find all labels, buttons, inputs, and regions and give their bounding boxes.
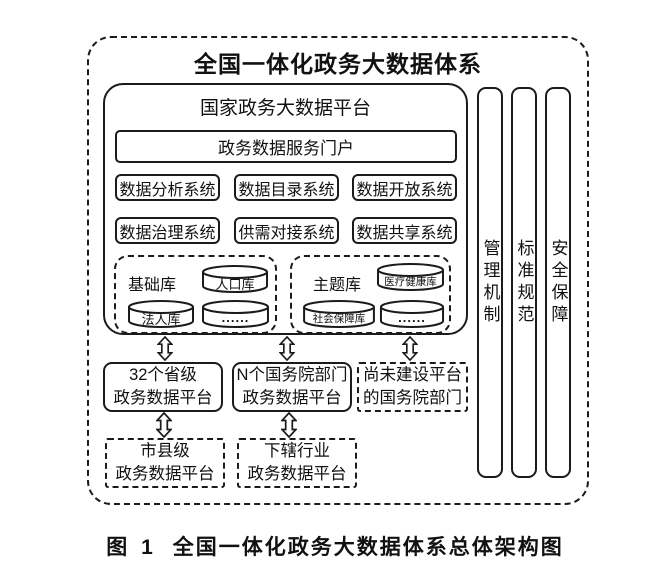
figure-caption-number: 图 1 [106,536,157,559]
node-city-county-platforms: 市县级 政务数据平台 [105,438,225,488]
node-line: 政务数据平台 [113,389,213,407]
node-line: 尚未建设平台 [363,366,462,384]
double-arrow-icon [156,412,172,438]
database-cylinder-icon [202,300,269,328]
db-cylinder-population: 人口库 [202,265,268,293]
base-library-label: 基础库 [128,277,177,294]
database-cylinder-icon [202,265,268,293]
node-line: 市县级 [140,442,190,460]
db-cylinder-social-security: 社会保障库 [303,300,375,328]
db-cylinder-label: ...... [221,310,250,325]
system-box-sharing: 数据共享系统 [352,217,457,244]
db-cylinder-label: 人口库 [215,277,255,292]
node-line: 政务数据平台 [115,465,215,483]
base-library-group: 基础库 人口库 法人库 ...... [114,255,277,334]
db-cylinder-more-theme: ...... [380,300,444,328]
pillar-label: 安全保障 [548,238,568,327]
system-box-catalog: 数据目录系统 [234,174,339,201]
national-platform-box: 国家政务大数据平台 政务数据服务门户 数据分析系统 数据目录系统 数据开放系统 … [103,83,468,335]
system-box-open: 数据开放系统 [352,174,457,201]
db-cylinder-legal-person: 法人库 [128,300,194,328]
theme-library-label: 主题库 [313,277,362,294]
node-subordinate-industry-platforms: 下辖行业 政务数据平台 [237,438,357,488]
db-cylinder-more-base: ...... [202,300,269,328]
node-line: 政务数据平台 [247,465,347,483]
national-platform-title: 国家政务大数据平台 [199,98,371,119]
diagram-title: 全国一体化政务大数据体系 [194,51,482,77]
pillar-management-mechanism: 管理机制 [477,87,503,478]
figure-caption-text: 全国一体化政务大数据体系总体架构图 [172,536,564,559]
pillar-security-assurance: 安全保障 [545,87,571,478]
database-cylinder-icon [380,300,444,328]
database-cylinder-icon [377,263,444,291]
node-line: 的国务院部门 [363,389,462,407]
double-arrow-icon [281,412,297,438]
db-cylinder-label: 社会保障库 [312,313,366,325]
node-line: 32个省级 [129,366,197,384]
database-cylinder-icon [303,300,375,328]
db-cylinder-label: 医疗健康库 [384,276,437,288]
double-arrow-icon [157,336,173,361]
system-box-supply-demand: 供需对接系统 [234,217,339,244]
national-system-boundary [87,36,589,505]
double-arrow-icon [279,336,295,361]
pillar-standards-norms: 标准规范 [511,87,537,478]
node-state-council-platforms: N个国务院部门 政务数据平台 [232,362,352,412]
figure-caption: 图 1 全国一体化政务大数据体系总体架构图 [0,531,670,561]
node-line: 政务数据平台 [242,389,342,407]
system-box-analysis: 数据分析系统 [115,174,220,201]
pillar-label: 管理机制 [480,238,500,327]
db-cylinder-label: ...... [398,310,426,325]
pillar-label: 标准规范 [514,238,534,327]
node-line: 下辖行业 [264,442,330,460]
portal-box: 政务数据服务门户 [115,130,457,163]
node-line: N个国务院部门 [236,366,348,384]
theme-library-group: 主题库 医疗健康库 社会保障库 ..... [290,255,451,334]
database-cylinder-icon [128,300,194,328]
node-departments-without-platform: 尚未建设平台 的国务院部门 [357,362,468,412]
node-provincial-platforms: 32个省级 政务数据平台 [103,362,223,412]
system-box-governance: 数据治理系统 [115,217,220,244]
db-cylinder-medical-health: 医疗健康库 [377,263,444,291]
double-arrow-icon [402,336,418,361]
db-cylinder-label: 法人库 [141,312,181,327]
